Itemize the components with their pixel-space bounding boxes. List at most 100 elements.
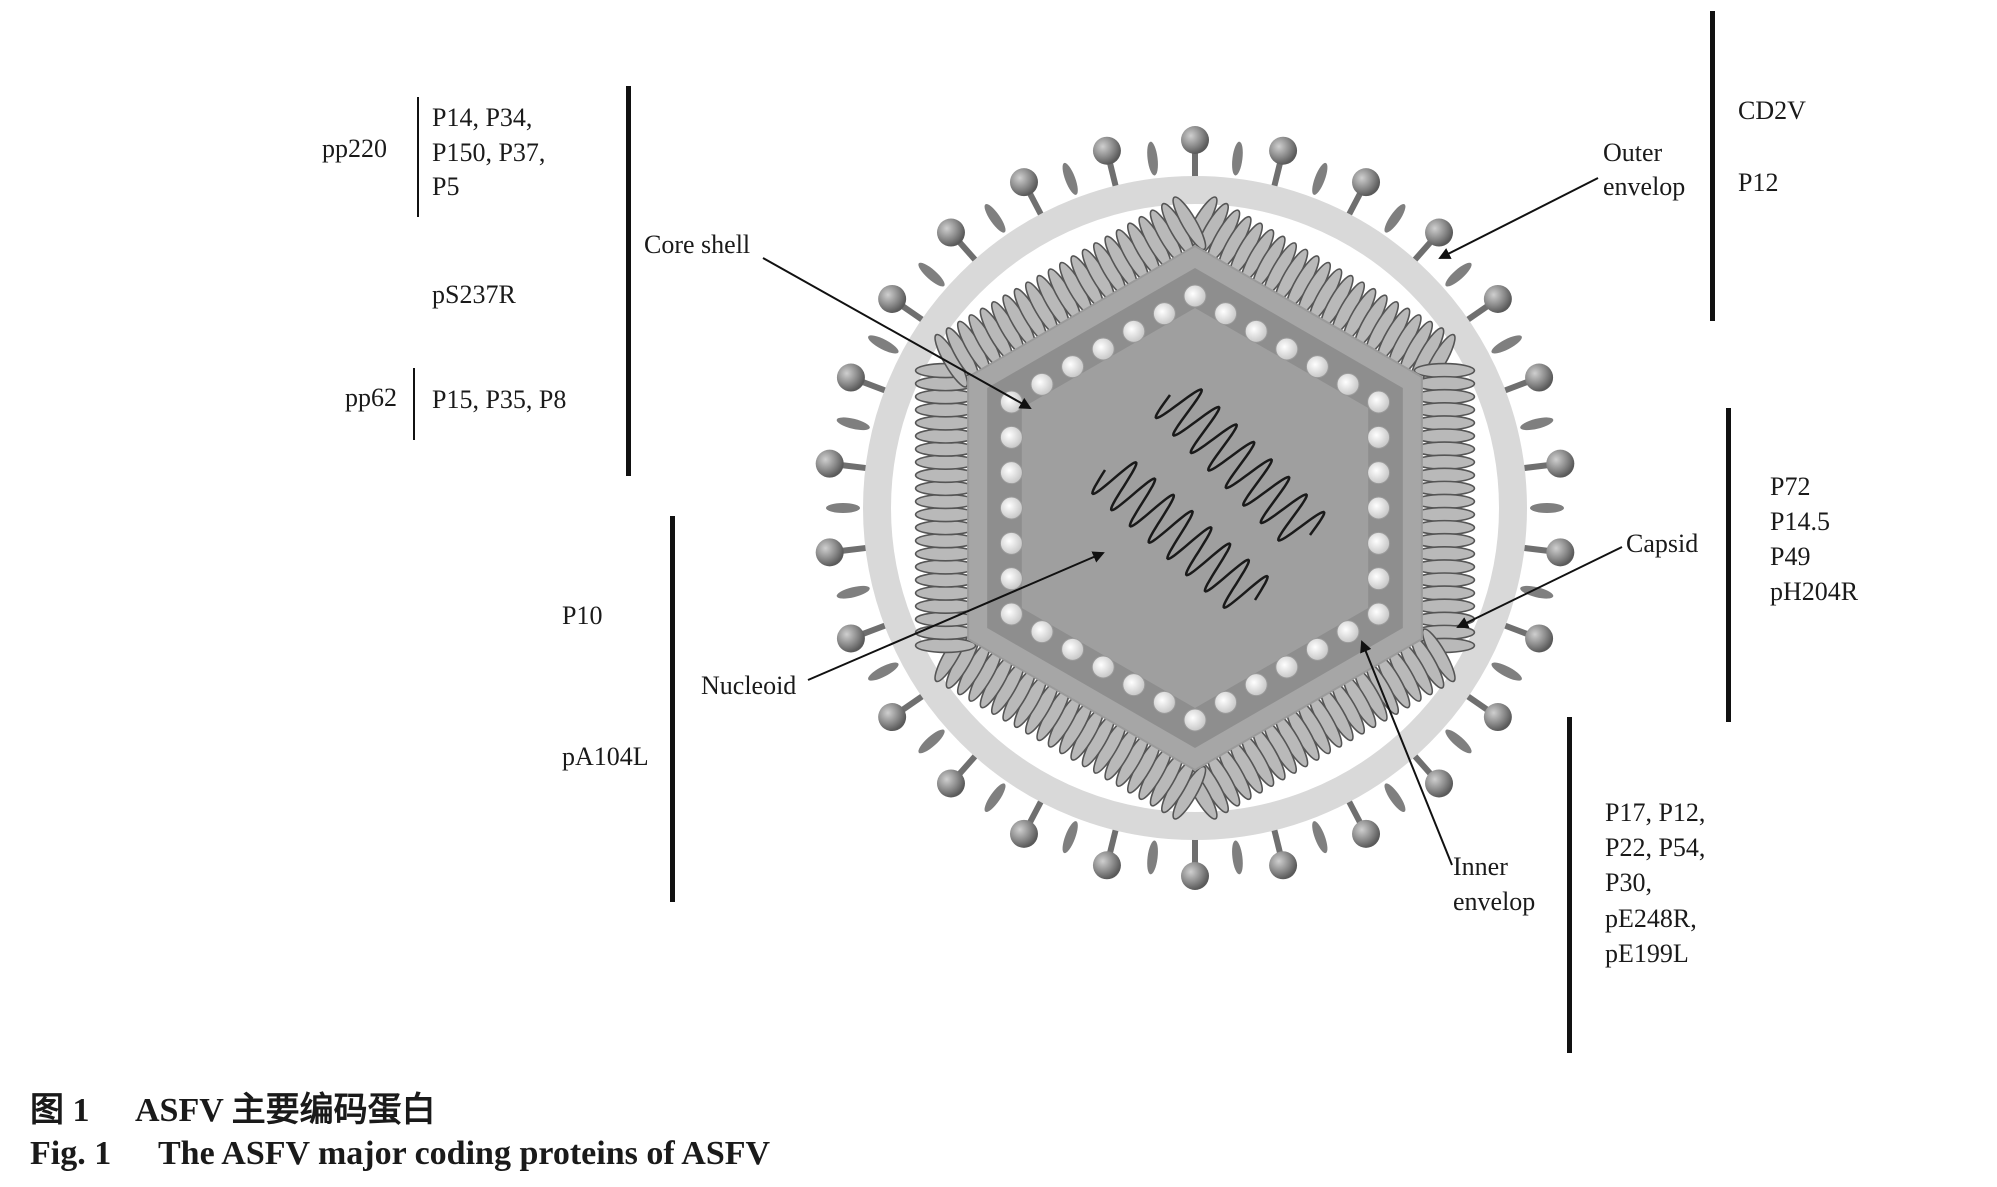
- capsid-coil: [914, 388, 977, 405]
- capsid-protein-p14-5: P14.5: [1770, 507, 1830, 536]
- pa104l-label: pA104L: [562, 742, 649, 771]
- outer-protein-cd2v: CD2V: [1738, 96, 1806, 125]
- protrusion-knob: [815, 449, 844, 478]
- capsid-coil: [1413, 519, 1476, 536]
- core-bead: [999, 531, 1023, 555]
- outer-protein-p12: P12: [1738, 168, 1779, 197]
- caption-cn-number: 图 1: [30, 1092, 90, 1129]
- protrusion-knob: [1092, 136, 1121, 165]
- protrusion-knob: [1009, 168, 1038, 197]
- inner-envelope-label-line-2: envelop: [1453, 887, 1536, 916]
- protrusion-knob: [1181, 862, 1209, 890]
- core-bead: [1152, 690, 1176, 714]
- capsid-coil: [914, 454, 977, 470]
- inner-proteins-line-2: P22, P54,: [1605, 833, 1706, 862]
- protrusion-spike: [1062, 821, 1078, 854]
- core-bead: [1367, 602, 1391, 626]
- protrusion-spike: [1384, 783, 1406, 812]
- protrusion-spike: [1491, 335, 1522, 354]
- caption-en-number: Fig. 1: [30, 1135, 112, 1172]
- inner-envelope-arrow: [1360, 640, 1453, 866]
- protrusion-spike: [1312, 821, 1328, 854]
- outer-envelope-group-bar: [1710, 11, 1715, 321]
- protrusion-knob: [936, 769, 965, 798]
- core-bead: [999, 567, 1023, 591]
- capsid-coil: [914, 441, 977, 457]
- pp62-label: pp62: [345, 383, 397, 412]
- outer-envelope-membrane: [863, 176, 1527, 840]
- protrusion-spike: [1384, 204, 1406, 233]
- protrusion-knob: [1425, 769, 1454, 798]
- capsid-coil: [1413, 559, 1476, 575]
- core-shell-label: Core shell: [644, 230, 751, 259]
- core-bead: [1305, 637, 1329, 661]
- core-bead: [1214, 302, 1238, 326]
- core-bead: [1367, 567, 1391, 591]
- capsid-coil: [1413, 506, 1476, 523]
- protrusion-knob: [1009, 819, 1038, 848]
- protrusion-knob: [878, 284, 907, 313]
- core-bead: [1122, 673, 1146, 697]
- protrusion-knob: [878, 703, 907, 732]
- outer-envelope-label-line-1: Outer: [1603, 138, 1663, 167]
- protrusion-knob: [1269, 136, 1298, 165]
- core-bead: [1275, 655, 1299, 679]
- core-bead: [999, 602, 1023, 626]
- nucleoid-group-bar: [670, 516, 675, 902]
- protrusion-spike: [1520, 417, 1554, 431]
- capsid-coil: [914, 572, 977, 588]
- capsid-coil: [1413, 585, 1476, 601]
- dna-strand-upper: [1154, 388, 1326, 542]
- protrusion-knob: [1352, 819, 1381, 848]
- protrusion-spike: [868, 662, 899, 681]
- core-bead: [1152, 302, 1176, 326]
- capsid-coil: [1413, 598, 1476, 614]
- core-bead: [999, 425, 1023, 449]
- capsid-coil: [914, 519, 977, 536]
- protrusion-knob: [1181, 126, 1209, 154]
- pp220-label: pp220: [322, 134, 387, 163]
- protrusion-spike: [984, 204, 1006, 233]
- capsid-coil: [1413, 362, 1476, 379]
- protrusion-knob: [1352, 168, 1381, 197]
- core-bead: [1367, 461, 1391, 485]
- capsid-coil: [914, 559, 977, 575]
- core-bead: [999, 496, 1023, 520]
- capsid-coil: [1413, 467, 1476, 484]
- protrusion-spike: [1232, 840, 1243, 875]
- capsid-coil: [914, 637, 977, 654]
- nucleoid-arrow: [807, 551, 1105, 681]
- caption-cn-text: ASFV 主要编码蛋白: [135, 1092, 436, 1129]
- capsid-coil: [914, 467, 977, 484]
- core-shell-arrow: [762, 257, 1032, 409]
- core-bead: [1244, 319, 1268, 343]
- capsid-coil: [914, 402, 977, 418]
- protrusion-spike: [1530, 503, 1564, 513]
- core-bead: [1367, 425, 1391, 449]
- protrusion-spike: [868, 335, 899, 354]
- inner-proteins-line-5: pE199L: [1605, 939, 1689, 968]
- core-bead: [1061, 637, 1085, 661]
- protrusion-spike: [1232, 141, 1243, 176]
- protrusion-spike: [1445, 262, 1472, 287]
- capsid-coil: [1413, 441, 1476, 457]
- capsid-coil: [914, 415, 977, 431]
- core-bead: [1367, 531, 1391, 555]
- capsid-coil: [1413, 572, 1476, 588]
- capsid-label: Capsid: [1626, 529, 1699, 558]
- protrusion-spike: [1520, 585, 1554, 599]
- capsid-protein-ph204r: pH204R: [1770, 577, 1859, 606]
- capsid-coil: [1413, 415, 1476, 431]
- pp220-bracket: [417, 97, 419, 217]
- protrusion-knob: [836, 624, 865, 653]
- protrusion-knob: [1546, 538, 1575, 567]
- protrusion-knob: [1269, 851, 1298, 880]
- protrusion-spike: [1445, 729, 1472, 754]
- capsid-coil: [914, 611, 977, 628]
- core-bead: [999, 461, 1023, 485]
- capsid-protein-p49: P49: [1770, 542, 1811, 571]
- capsid-coil: [914, 624, 977, 641]
- core-bead: [1305, 355, 1329, 379]
